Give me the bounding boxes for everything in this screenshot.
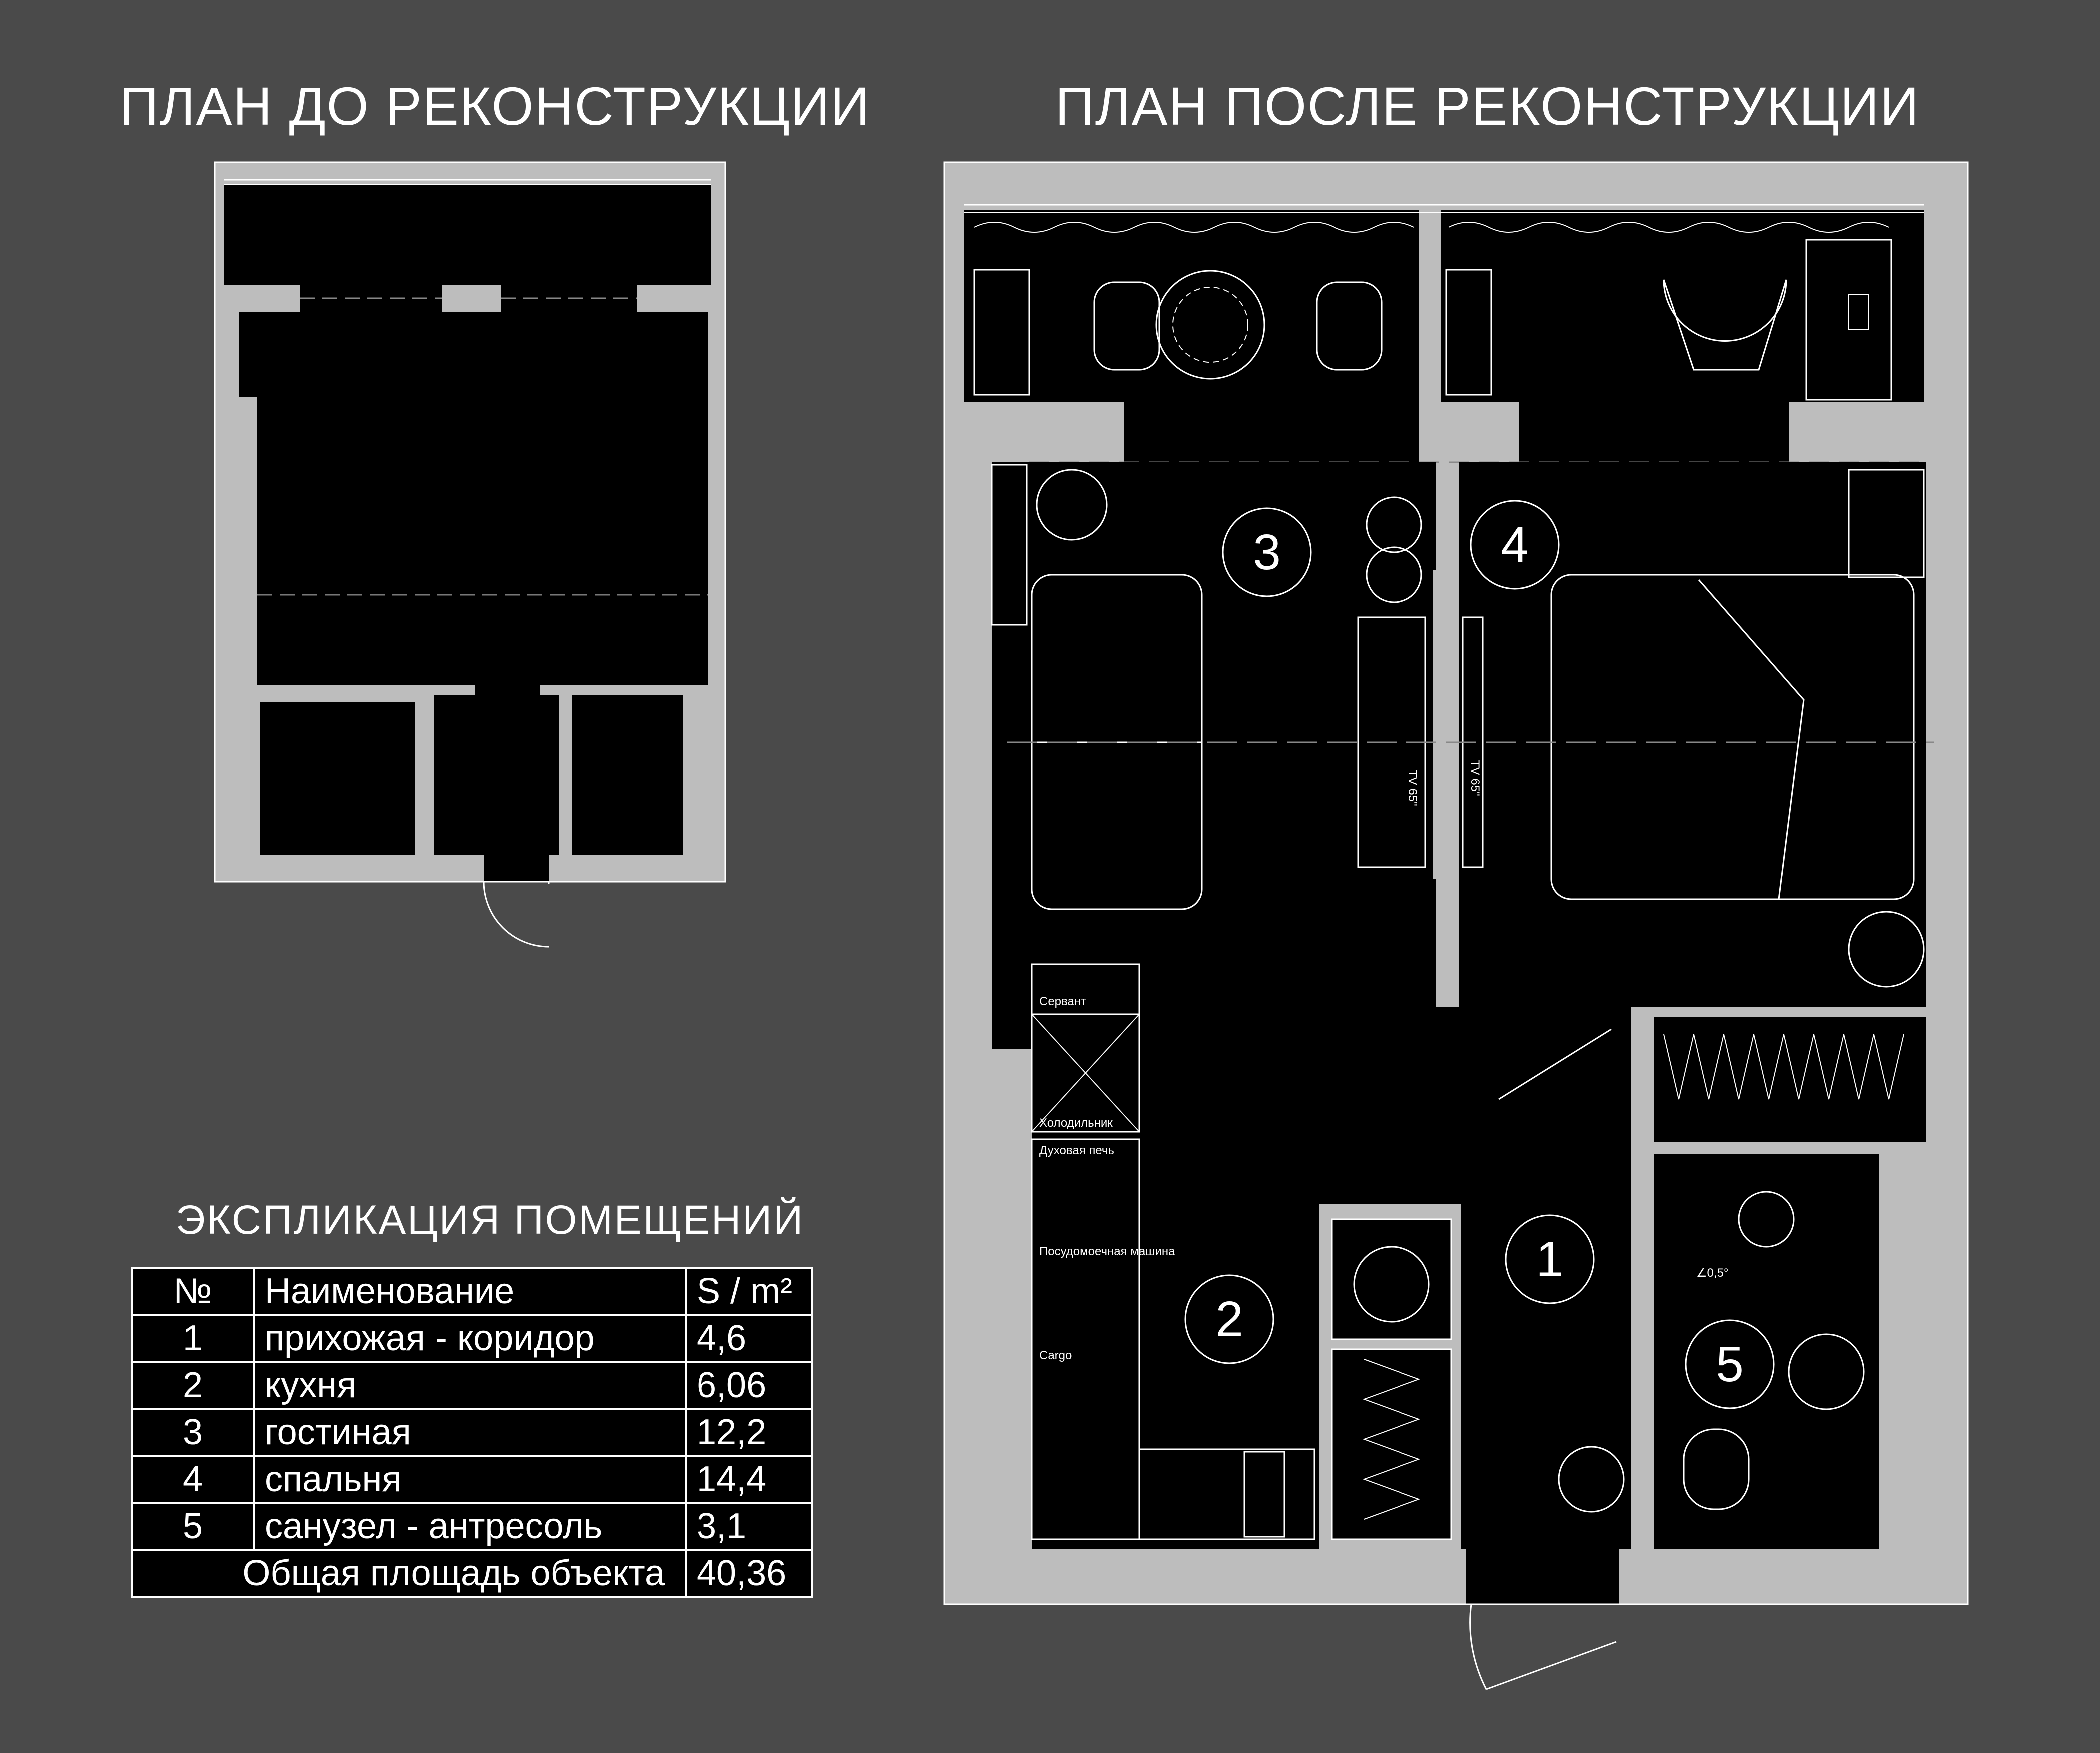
- row-area: 6,06: [685, 1361, 813, 1410]
- room-marker-4: 4: [1470, 500, 1560, 590]
- plan-before: [214, 161, 726, 948]
- before-room-c: [572, 695, 683, 855]
- before-room-b: [434, 695, 559, 855]
- total-label: Общая площадь объекта: [131, 1549, 687, 1598]
- before-room-a: [260, 702, 415, 855]
- explication-table: № Наименование S / m² 1 прихожая - корид…: [131, 1267, 813, 1598]
- svg-text:1: 1: [1536, 1231, 1564, 1287]
- table-header: № Наименование S / m²: [131, 1267, 813, 1316]
- row-area: 4,6: [685, 1314, 813, 1363]
- loggia-cabinet: [973, 269, 1030, 396]
- plan-after: TV 65" TV 65" Сервант Холодильник Д: [943, 161, 1969, 1690]
- row-no: 3: [131, 1408, 255, 1457]
- row-name: прихожая - коридор: [253, 1314, 687, 1363]
- hall-wardrobe: [1331, 1348, 1452, 1540]
- table-row: 3 гостиная 12,2: [131, 1408, 813, 1457]
- label-dishwasher: Посудомоечная машина: [1039, 1245, 1175, 1258]
- header-no: №: [131, 1267, 255, 1316]
- tv-label-left: TV 65": [1406, 770, 1419, 806]
- bedside-table: [1848, 911, 1925, 988]
- row-area: 14,4: [685, 1455, 813, 1504]
- toilet: [1683, 1428, 1750, 1510]
- shower-head: [1738, 1191, 1795, 1248]
- washbasin: [1788, 1333, 1865, 1410]
- label-sideboard: Сервант: [1039, 995, 1086, 1008]
- table-row: 5 санузел - антресоль 3,1: [131, 1502, 813, 1551]
- side-table: [1036, 469, 1108, 541]
- table-row: 1 прихожая - коридор 4,6: [131, 1314, 813, 1363]
- round-table: [1155, 270, 1265, 380]
- after-living-room: [992, 462, 1436, 1007]
- svg-text:2: 2: [1215, 1291, 1243, 1347]
- label-cargo: Cargo: [1039, 1349, 1072, 1362]
- plan-before-title: ПЛАН ДО РЕКОНСТРУКЦИИ: [120, 76, 871, 136]
- table-row: 4 спальня 14,4: [131, 1455, 813, 1504]
- svg-text:3: 3: [1253, 524, 1281, 580]
- tv-label-right: TV 65": [1468, 760, 1482, 796]
- label-slope: ∠0,5°: [1696, 1266, 1728, 1280]
- svg-text:5: 5: [1716, 1336, 1744, 1392]
- cooktop: [1243, 1451, 1285, 1538]
- row-name: гостиная: [253, 1408, 687, 1457]
- table-total-row: Общая площадь объекта 40,36: [131, 1549, 813, 1598]
- header-name: Наименование: [253, 1267, 687, 1316]
- row-no: 4: [131, 1455, 255, 1504]
- armchair-left: [1093, 281, 1160, 371]
- after-wardrobe: [1654, 1017, 1926, 1142]
- row-no: 2: [131, 1361, 255, 1410]
- room-marker-2: 2: [1184, 1274, 1274, 1364]
- lounge-chair: [1663, 279, 1787, 371]
- room-marker-5: 5: [1685, 1319, 1775, 1409]
- row-name: кухня: [253, 1361, 687, 1410]
- row-name: спальня: [253, 1455, 687, 1504]
- fridge: [1031, 1013, 1140, 1133]
- plan-after-title: ПЛАН ПОСЛЕ РЕКОНСТРУКЦИИ: [1055, 76, 1920, 136]
- before-balcony: [224, 185, 711, 285]
- header-area: S / m²: [685, 1267, 813, 1316]
- svg-text:4: 4: [1501, 517, 1529, 573]
- before-main-room: [239, 312, 708, 685]
- row-area: 3,1: [685, 1502, 813, 1551]
- washing-machine: [1331, 1218, 1452, 1340]
- label-fridge: Холодильник: [1039, 1116, 1113, 1130]
- row-area: 12,2: [685, 1408, 813, 1457]
- row-name: санузел - антресоль: [253, 1502, 687, 1551]
- room-marker-1: 1: [1505, 1214, 1595, 1304]
- after-loggia-left: [964, 210, 1419, 402]
- table-row: 2 кухня 6,06: [131, 1361, 813, 1410]
- desk: [1805, 239, 1892, 401]
- label-oven: Духовая печь: [1039, 1144, 1114, 1157]
- kitchen-cabinets: [1031, 1138, 1140, 1540]
- row-no: 1: [131, 1314, 255, 1363]
- after-loggia-right: [1441, 210, 1924, 402]
- explication-title: ЭКСПЛИКАЦИЯ ПОМЕЩЕНИЙ: [176, 1197, 805, 1243]
- bed: [1550, 574, 1915, 900]
- room-marker-3: 3: [1222, 507, 1312, 597]
- row-no: 5: [131, 1502, 255, 1551]
- armchair-right: [1316, 281, 1383, 371]
- total-value: 40,36: [685, 1549, 813, 1598]
